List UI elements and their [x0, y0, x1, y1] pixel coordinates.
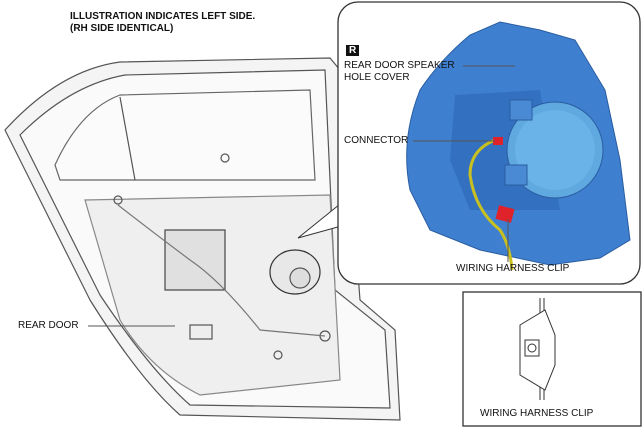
cover-label-line-1: REAR DOOR SPEAKER [344, 60, 455, 71]
header-line-2: (RH SIDE IDENTICAL) [70, 23, 174, 34]
clip-label-detail: WIRING HARNESS CLIP [456, 263, 570, 274]
rear-door-label: REAR DOOR [18, 320, 79, 331]
connector-label: CONNECTOR [344, 135, 409, 146]
clip-label-inset: WIRING HARNESS CLIP [480, 408, 594, 419]
cover-label-line-2: HOLE COVER [344, 72, 410, 83]
right-side-badge: R [346, 45, 360, 56]
connector [493, 137, 503, 145]
window-frame [54, 89, 316, 181]
wiring-harness-clip [495, 205, 515, 223]
header-line-1: ILLUSTRATION INDICATES LEFT SIDE. [70, 11, 256, 22]
